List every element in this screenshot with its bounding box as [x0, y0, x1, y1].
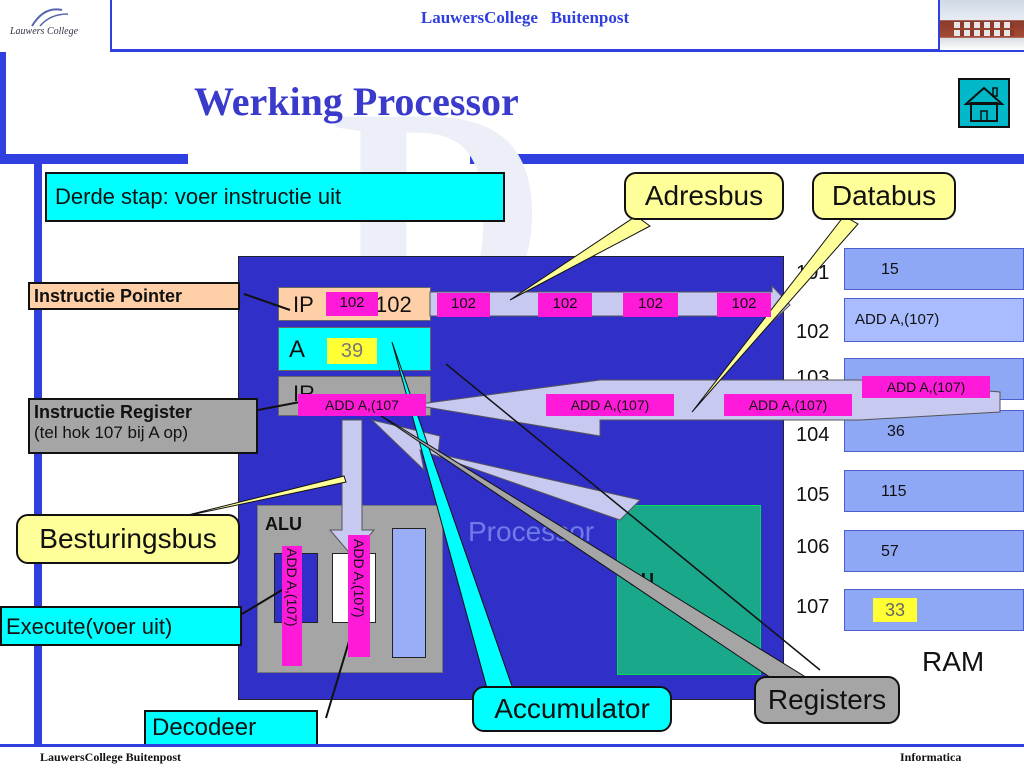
- registers-pointer: [371, 409, 805, 689]
- besturingsbus-callout: Besturingsbus: [16, 514, 240, 564]
- logo-text: Lauwers College: [10, 26, 79, 37]
- ram-value-102: ADD A,(107): [855, 311, 940, 328]
- alu-right-token-box: ADD A,(107): [348, 535, 370, 657]
- footer-left: LauwersCollege Buitenpost: [40, 750, 181, 764]
- step-text: Derde stap: voer instructie uit: [55, 184, 342, 209]
- alu-left-token-box: ADD A,(107): [282, 546, 302, 666]
- home-button[interactable]: [958, 78, 1010, 128]
- home-icon: [963, 86, 1005, 122]
- alu-output: [392, 528, 426, 658]
- ram-cell-106: 57: [844, 530, 1024, 572]
- left-vertical-line: [34, 164, 42, 744]
- execute-label: Execute(voer uit): [0, 606, 242, 646]
- a-register: A 39: [278, 327, 431, 371]
- building-photo: [938, 0, 1024, 50]
- ram-value-101: 15: [881, 261, 899, 278]
- ip-value: 102: [375, 292, 412, 317]
- step-box: Derde stap: voer instructie uit: [45, 172, 505, 222]
- title-underline-right: [470, 154, 1024, 164]
- header-title: LauwersCollege Buitenpost: [420, 8, 630, 27]
- accumulator-callout: Accumulator: [472, 686, 672, 732]
- a-value: 39: [327, 338, 377, 364]
- address-token: 102: [538, 293, 592, 317]
- ram-addr-106: 106: [796, 536, 830, 558]
- ir-name-note: (tel hok 107 bij A op): [34, 423, 189, 442]
- decodeer-label: Decodeer: [144, 710, 318, 746]
- ram-value-104: 36: [887, 423, 905, 440]
- address-token: 102: [717, 293, 771, 317]
- adresbus-callout: Adresbus: [624, 172, 784, 220]
- adresbus-pointer: [509, 215, 651, 301]
- databus-callout: Databus: [812, 172, 956, 220]
- ram-cell-105: 115: [844, 470, 1024, 512]
- ram-cell-101: 15: [844, 248, 1024, 290]
- besturingsbus-pointer: [175, 475, 347, 519]
- address-token: 102: [437, 293, 490, 317]
- ram-label: RAM: [922, 646, 985, 677]
- logo-swoosh-icon: [31, 8, 69, 27]
- ir-name-title: Instructie Register: [34, 402, 193, 422]
- logo: Lauwers College: [0, 0, 112, 52]
- ram-value-106: 57: [881, 543, 899, 560]
- footer-right: Informatica: [900, 750, 962, 764]
- ir-token: ADD A,(107: [298, 394, 426, 416]
- alu-left-token: ADD A,(107): [284, 548, 300, 627]
- ram-cell-107: 33: [844, 589, 1024, 631]
- title-underline: [0, 154, 188, 164]
- ir-name-label: Instructie Register (tel hok 107 bij A o…: [28, 398, 258, 454]
- alu-label: ALU: [265, 514, 302, 534]
- ram-value-105: 115: [881, 483, 907, 500]
- ram-value-107: 33: [873, 598, 917, 622]
- ram-addr-104: 104: [796, 424, 830, 446]
- left-accent-bar: [0, 52, 6, 157]
- ram-addr-107: 107: [796, 596, 830, 618]
- data-token: ADD A,(107): [546, 394, 674, 416]
- ram-out-token: ADD A,(107): [862, 376, 990, 398]
- footer-bar: [0, 744, 1024, 747]
- ip-label: IP: [293, 292, 314, 317]
- registers-callout: Registers: [754, 676, 900, 724]
- page-title: Werking Processor: [194, 79, 519, 124]
- ip-token: 102: [326, 292, 378, 316]
- data-token: ADD A,(107): [724, 394, 852, 416]
- header-bar: [0, 0, 1024, 52]
- alu-right-token: ADD A,(107): [351, 539, 367, 618]
- address-token: 102: [623, 293, 678, 317]
- ram-addr-102: 102: [796, 321, 830, 343]
- ram-addr-105: 105: [796, 484, 830, 506]
- a-label: A: [289, 336, 306, 363]
- ip-name-label: Instructie Pointer: [28, 282, 240, 310]
- ram-cell-102: ADD A,(107): [844, 298, 1024, 342]
- cu-to-ir-arrow: [370, 419, 641, 521]
